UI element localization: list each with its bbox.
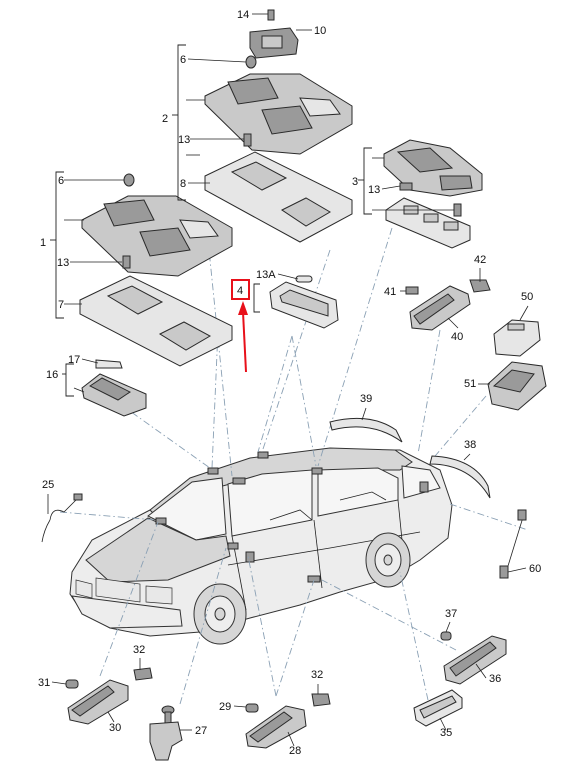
part-label-29: 29	[219, 701, 231, 713]
part-label-40: 40	[451, 331, 463, 343]
part-label-16: 16	[46, 369, 58, 381]
part-label-35: 35	[440, 727, 452, 739]
part-label-25: 25	[42, 479, 54, 491]
part-label-31: 31	[38, 677, 50, 689]
part-label-36: 36	[489, 673, 501, 685]
part-label-50: 50	[521, 291, 533, 303]
group-brackets	[50, 44, 372, 397]
part-27-switch	[149, 705, 183, 761]
highlight-arrow-shaft	[242, 311, 247, 373]
part-label-2: 2	[162, 113, 168, 125]
part-30-light	[65, 667, 153, 725]
part-60-cable	[499, 509, 527, 579]
part-label-32a: 32	[133, 644, 145, 656]
part-label-30: 30	[109, 722, 121, 734]
part-label-37: 37	[445, 608, 457, 620]
part-label-14: 14	[237, 9, 249, 21]
part-4-reading-light	[269, 275, 339, 329]
part-label-32b: 32	[311, 669, 323, 681]
label-leaders	[47, 13, 529, 747]
part-label-13c: 13	[57, 257, 69, 269]
part-label-60: 60	[529, 563, 541, 575]
highlight-arrow-head	[238, 301, 248, 315]
part-label-10: 10	[314, 25, 326, 37]
part-40-light	[405, 279, 491, 331]
part-label-42: 42	[474, 254, 486, 266]
roof-console-assembly-2	[204, 9, 353, 243]
highlight-marker	[231, 279, 250, 373]
part-label-38: 38	[464, 439, 476, 451]
part-28-light	[245, 693, 331, 749]
part-label-6a: 6	[180, 54, 186, 66]
car-illustration	[69, 447, 453, 645]
part-label-4: 4	[237, 285, 243, 297]
roof-console-assembly-1	[79, 173, 233, 367]
part-label-27: 27	[195, 725, 207, 737]
part-label-8: 8	[180, 178, 186, 190]
reference-lines	[59, 227, 529, 705]
part-label-39: 39	[360, 393, 372, 405]
part-16-light	[81, 359, 147, 417]
part-label-3: 3	[352, 176, 358, 188]
part-label-17: 17	[68, 354, 80, 366]
part-label-28: 28	[289, 745, 301, 757]
part-label-1: 1	[40, 237, 46, 249]
part-label-13b: 13	[368, 184, 380, 196]
part-label-51: 51	[464, 378, 476, 390]
part-25-cable	[41, 493, 83, 543]
roof-console-assembly-3	[383, 139, 483, 249]
part-label-6b: 6	[58, 175, 64, 187]
part-label-13a: 13	[178, 134, 190, 146]
part-50-51-lights	[487, 319, 547, 411]
part-label-7: 7	[58, 299, 64, 311]
part-35-lens	[413, 689, 463, 727]
highlight-box	[231, 279, 250, 300]
part-label-41: 41	[384, 286, 396, 298]
parts-38-39-strips	[329, 417, 491, 499]
part-36-light	[440, 631, 507, 685]
part-label-13A: 13A	[256, 269, 276, 281]
